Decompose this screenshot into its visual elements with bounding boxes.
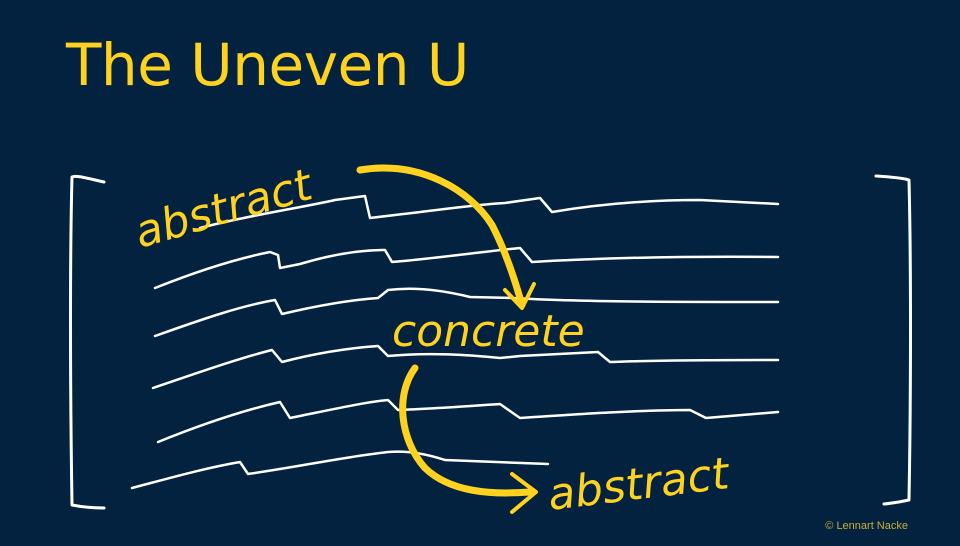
right-bracket — [874, 174, 912, 506]
label-abstract-bottom: abstract — [545, 448, 733, 521]
text-line-2 — [153, 246, 780, 290]
text-line-6 — [130, 450, 550, 490]
text-line-4 — [151, 344, 780, 390]
copyright-credit: © Lennart Nacke — [825, 520, 908, 532]
text-line-1 — [198, 194, 780, 230]
arrow-to-concrete — [356, 164, 526, 309]
text-line-3 — [153, 287, 780, 338]
label-abstract-top: abstract — [129, 159, 319, 259]
label-concrete: concrete — [392, 306, 585, 357]
left-bracket — [69, 174, 106, 510]
arrow-to-concrete-head — [503, 282, 536, 310]
arrow-to-abstract-head — [510, 472, 538, 514]
arrow-to-abstract — [399, 364, 534, 497]
slide-title: The Uneven U — [66, 31, 469, 99]
text-line-5 — [156, 398, 780, 444]
